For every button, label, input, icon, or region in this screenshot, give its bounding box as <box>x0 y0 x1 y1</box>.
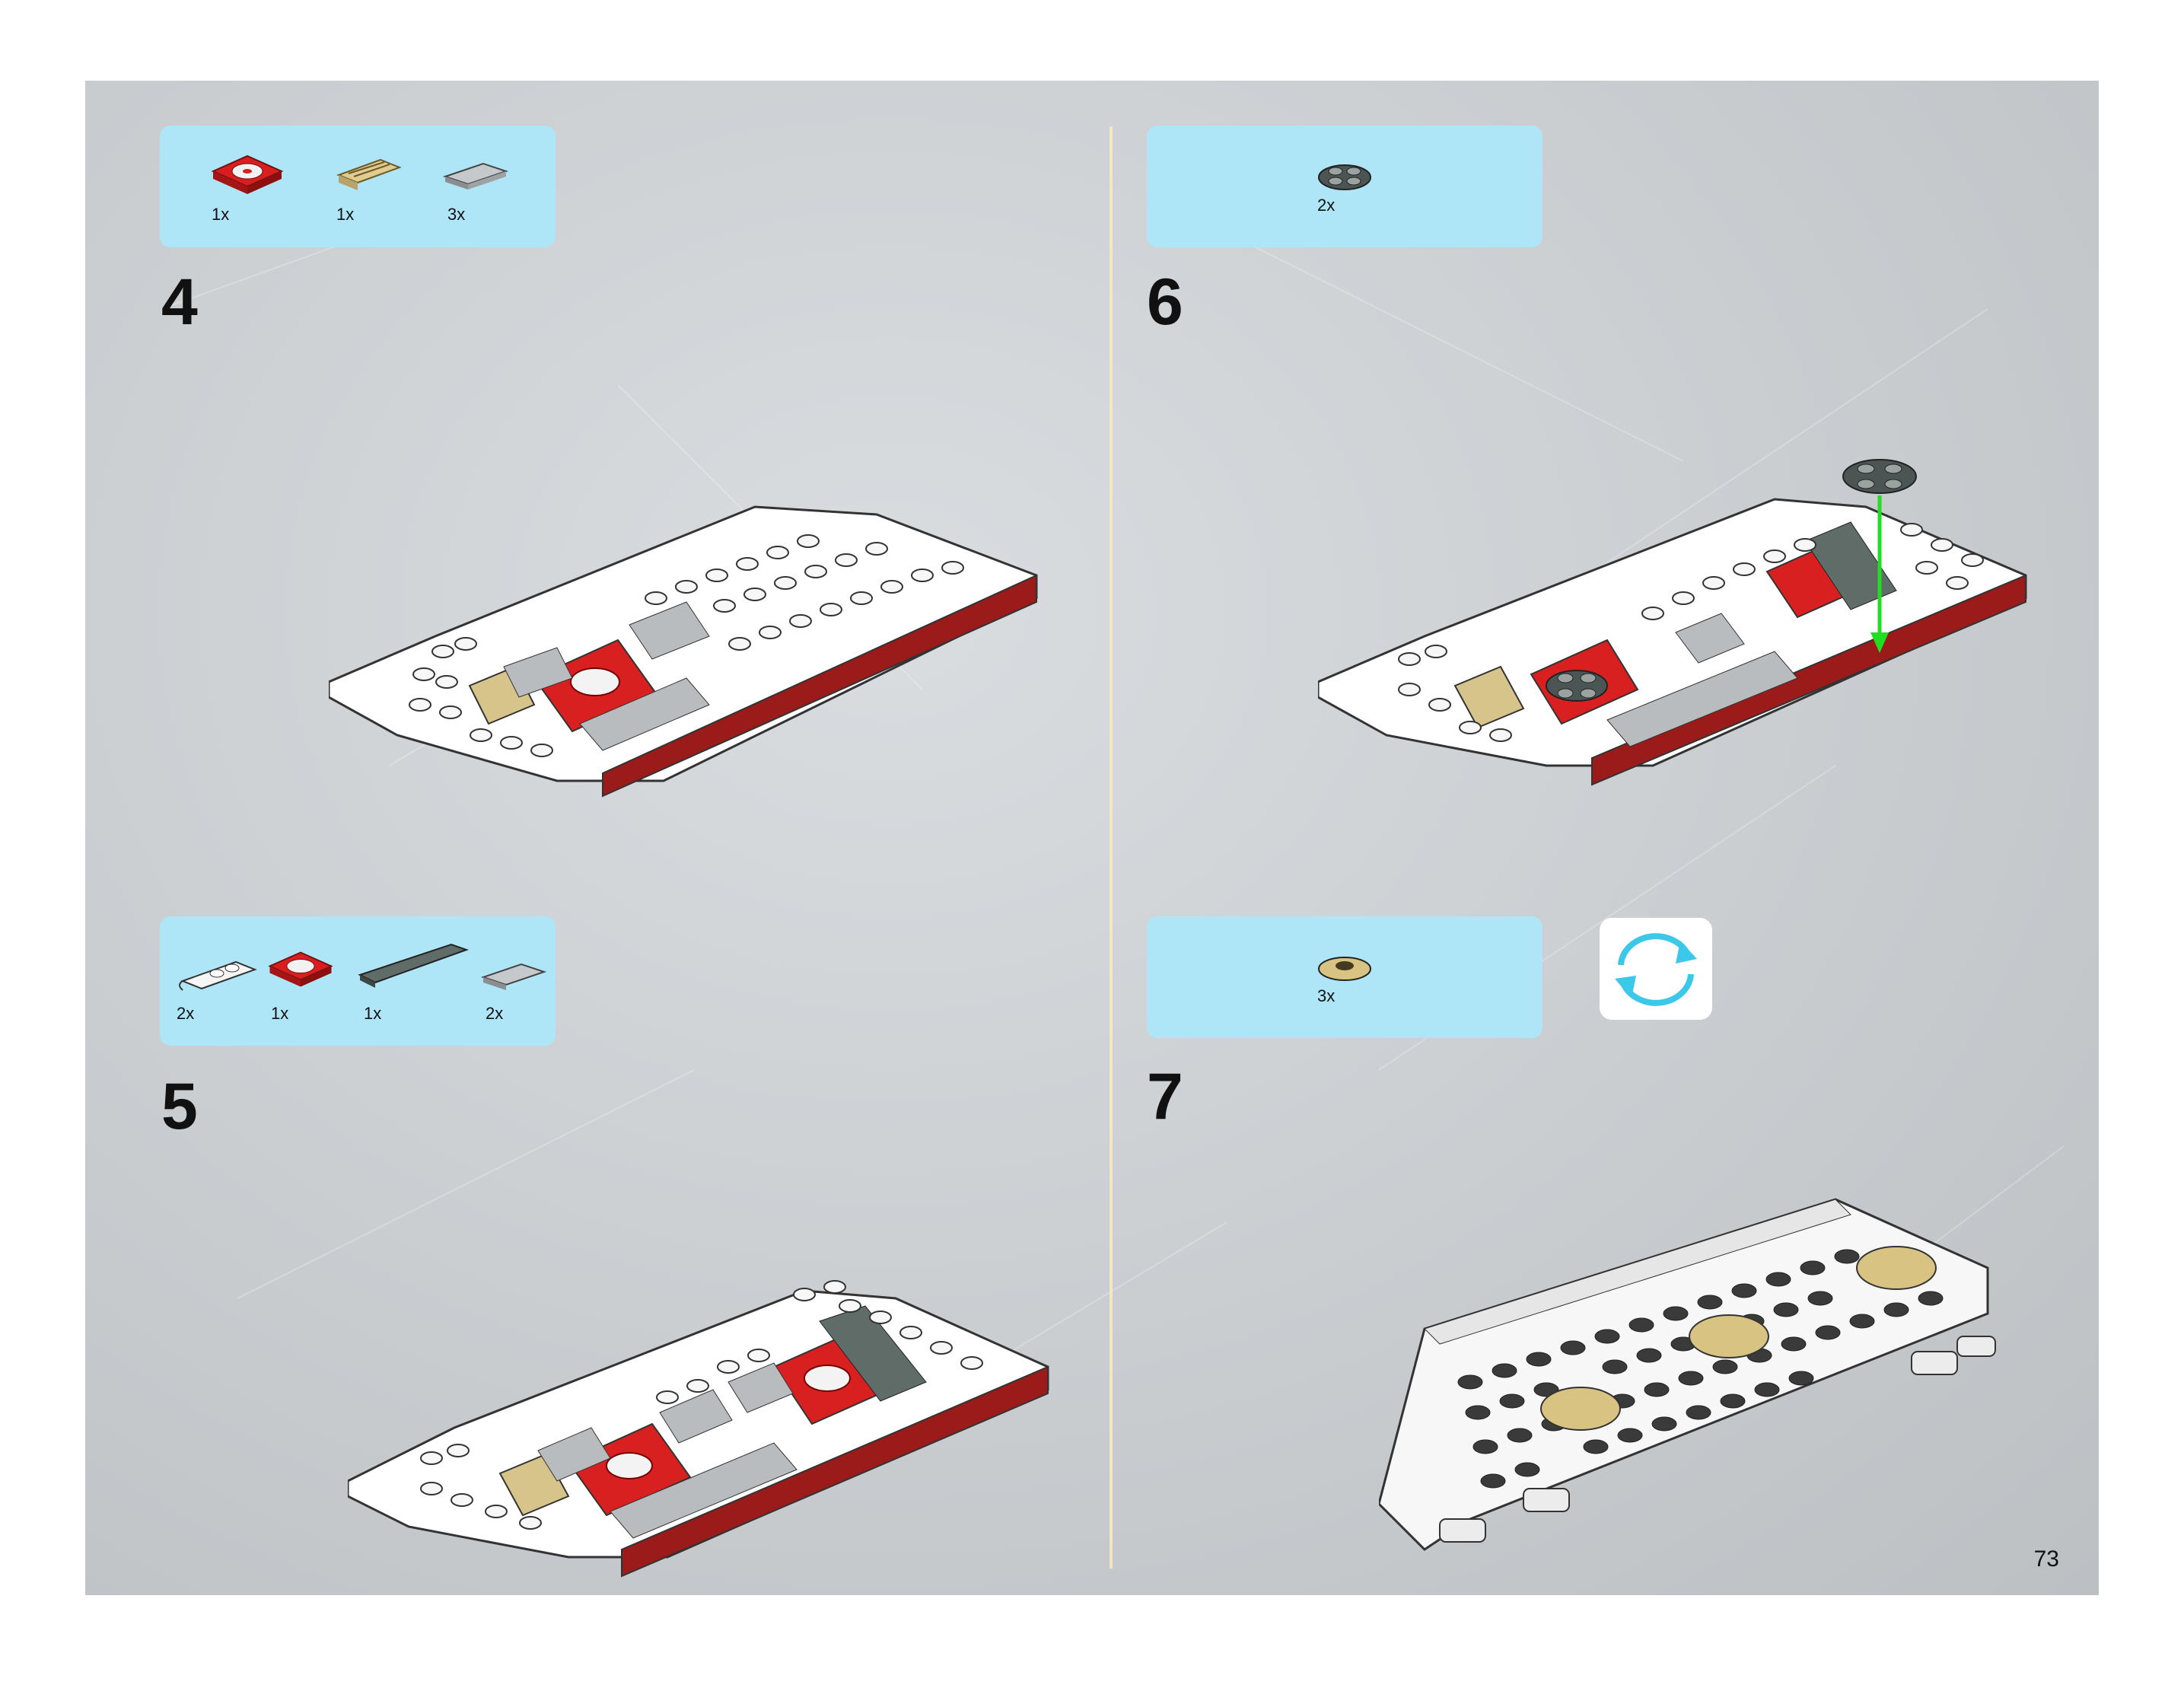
step-6-parts-box: 2x <box>1147 126 1542 247</box>
step-6-number: 6 <box>1147 269 1183 335</box>
tan-grille-tile-icon <box>335 156 403 194</box>
step-4-part-2-qty: 1x <box>336 205 354 225</box>
page-number: 73 <box>2034 1546 2059 1572</box>
step-4-number: 4 <box>161 269 198 335</box>
step-5-part-4-qty: 2x <box>486 1004 503 1024</box>
gray-tile-icon <box>441 158 510 196</box>
step-4-part-1-qty: 1x <box>212 205 229 225</box>
rotate-model-icon <box>1600 918 1712 1020</box>
step-4-parts-box: 1x 1x 3x <box>160 126 556 247</box>
column-divider <box>1110 126 1113 1569</box>
dark-gray-round-plate-icon <box>1314 156 1375 194</box>
red-turntable-plate-icon <box>266 947 335 992</box>
step-6-part-1-qty: 2x <box>1317 196 1335 215</box>
step-5-model <box>348 1222 1109 1588</box>
step-7-number: 7 <box>1147 1064 1183 1129</box>
step-5-number: 5 <box>161 1074 198 1139</box>
white-clip-plate-icon <box>175 958 259 996</box>
step-7-part-1-qty: 3x <box>1317 986 1335 1006</box>
step-4-model <box>329 461 1090 857</box>
gray-tile-icon <box>479 958 548 996</box>
dark-gray-long-tile-icon <box>356 941 470 994</box>
step-5-part-2-qty: 1x <box>271 1004 288 1024</box>
tan-round-plate-icon <box>1314 951 1375 985</box>
step-6-model <box>1318 370 2079 857</box>
red-turntable-plate-icon <box>209 152 285 198</box>
step-5-part-3-qty: 1x <box>364 1004 381 1024</box>
instruction-page: 1x 1x 3x 4 <box>85 81 2099 1595</box>
step-4-part-3-qty: 3x <box>447 205 465 225</box>
step-5-part-1-qty: 2x <box>177 1004 194 1024</box>
step-7-model <box>1379 1184 2094 1580</box>
step-7-parts-box: 3x <box>1147 916 1542 1038</box>
step-5-parts-box: 2x 1x 1x 2x <box>160 916 556 1046</box>
